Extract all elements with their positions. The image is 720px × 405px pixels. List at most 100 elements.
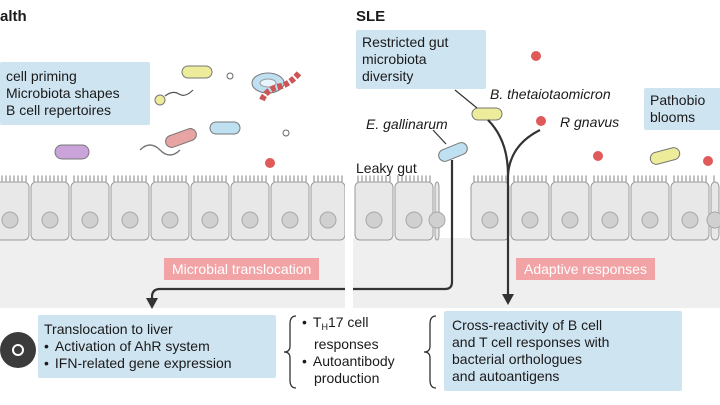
liver-bullet-1: Activation of AhR system [44,338,270,355]
cross-line-1: Cross-reactivity of B cell [452,317,603,333]
microvilli [513,175,547,183]
microvilli [313,175,343,183]
cell-nucleus [561,211,579,229]
restricted-line-3: diversity [362,68,414,84]
cell-nucleus [121,211,139,229]
bacteria-health [54,65,303,168]
cell-nucleus [405,211,423,229]
e-gallinarum-label: E. gallinarum [366,116,448,132]
epithelial-cell [470,181,510,241]
cell-nucleus [161,211,179,229]
microvilli [397,175,431,183]
microvilli [357,175,391,183]
arrow-head-down [502,294,514,305]
adaptive-responses-label: Adaptive responses [516,258,655,280]
epithelial-cells-left [0,175,346,241]
epithelial-cell [434,181,440,241]
epithelial-cell [354,181,394,241]
b-cell-priming-box: cell priming Microbiota shapes B cell re… [0,62,150,125]
brace-right [423,315,437,389]
cell-nucleus [428,211,446,229]
cell-nucleus [241,211,259,229]
epithelial-cell [150,181,190,241]
epithelial-cell [710,181,720,241]
microvilli [273,175,307,183]
cell-nucleus [641,211,659,229]
cell-nucleus [365,211,383,229]
restricted-line-1: Restricted gut [362,34,449,50]
r-gnavus-label: R gnavus [560,114,620,130]
sle-arrows [150,119,541,300]
box-line-2: Microbiota shapes [6,85,120,101]
translocation-liver-box: Translocation to liver Activation of AhR… [38,315,276,378]
responses-line: responses [314,336,379,352]
cell-nucleus [681,211,699,229]
th17-line: TH17 cell [302,314,395,336]
leaky-gut-label: Leaky gut [356,160,417,176]
cell-nucleus [81,211,99,229]
production-line: production [314,370,380,386]
cell-nucleus [481,211,499,229]
epithelial-cell [270,181,310,241]
b-thetaiotaomicron-label: B. thetaiotaomicron [490,86,611,102]
epithelial-cell [670,181,710,241]
epithelial-cell [110,181,150,241]
lens-icon-bg [0,332,36,368]
microvilli [73,175,107,183]
microvilli [1,175,27,183]
epithelial-cell [70,181,110,241]
microvilli [553,175,587,183]
panel-title-sle: SLE [356,8,386,25]
microbial-translocation-label: Microbial translocation [164,258,320,280]
epithelial-cell [550,181,590,241]
microvilli [233,175,267,183]
cell-nucleus [601,211,619,229]
pathobiont-blooms-box: Pathobio blooms [644,88,720,130]
microvilli [633,175,667,183]
epithelial-cell [394,181,434,241]
restricted-line-2: microbiota [362,51,427,67]
cell-nucleus [41,211,59,229]
brace-left [283,315,297,389]
pathobiont-line-2: blooms [650,109,696,125]
cross-reactivity-box: Cross-reactivity of B cell and T cell re… [444,311,682,391]
microvilli [113,175,147,183]
autoantibody-line: Autoantibody [302,353,395,370]
cell-nucleus [281,211,299,229]
cell-nucleus [319,211,337,229]
epithelial-cell [30,181,70,241]
microvilli [33,175,67,183]
th17-responses-list: TH17 cell responses Autoantibody product… [302,314,395,387]
cell-nucleus [201,211,219,229]
cell-nucleus [706,211,720,229]
epithelial-cell [510,181,550,241]
epithelial-cells-right [354,175,720,241]
lens-icon [12,344,24,356]
cross-line-4: and autoantigens [452,368,560,384]
epithelial-cell [590,181,630,241]
box-line-3: B cell repertoires [6,102,112,118]
panel-divider [345,0,353,310]
cross-line-3: bacterial orthologues [452,351,582,367]
arrow-head-left [146,298,158,309]
bacteria-sle [438,51,713,166]
microvilli [473,175,507,183]
cross-line-2: and T cell responses with [452,334,610,350]
microvilli [593,175,627,183]
box-line-1: cell priming [6,68,77,84]
cell-nucleus [1,211,19,229]
epithelial-cell [190,181,230,241]
microvilli [153,175,187,183]
epithelial-cell [230,181,270,241]
epithelial-cell [630,181,670,241]
pathobiont-line-1: Pathobio [650,92,706,108]
microvilli [193,175,227,183]
epithelial-cell [310,181,346,241]
cell-nucleus [521,211,539,229]
microvilli [673,175,707,183]
epithelial-cell [0,181,30,241]
liver-bullet-2: IFN-related gene expression [44,355,270,372]
liver-box-title: Translocation to liver [44,321,173,337]
restricted-diversity-box: Restricted gut microbiota diversity [356,30,486,89]
